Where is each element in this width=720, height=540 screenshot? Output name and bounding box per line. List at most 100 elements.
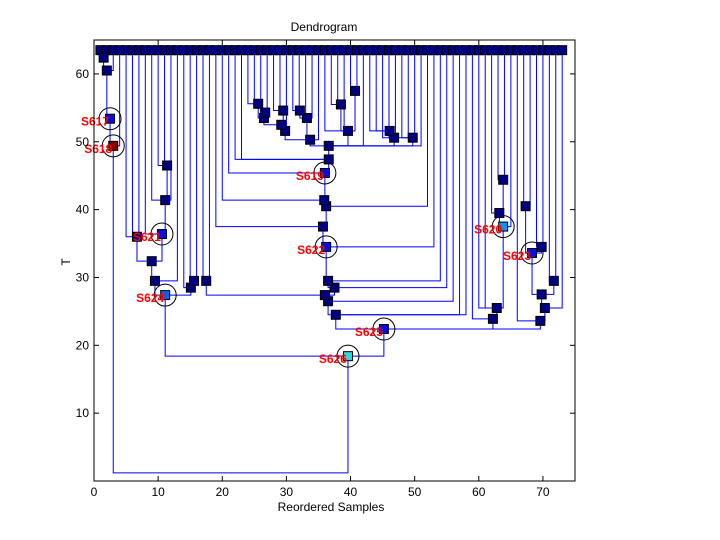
node-marker — [301, 113, 312, 124]
labeled-node-marker — [108, 140, 119, 151]
leaf-link — [144, 50, 162, 235]
node-marker — [350, 85, 361, 96]
node-highlight-circle — [153, 283, 177, 307]
leaf-link — [221, 50, 325, 201]
branch-link — [347, 329, 385, 357]
plot-axes-frame — [93, 39, 576, 482]
node-highlight-circle — [372, 317, 396, 341]
node-highlight-circle — [101, 134, 125, 158]
leaf-link — [523, 50, 526, 207]
labeled-node-marker — [321, 241, 332, 252]
x-axis-label: Reordered Samples — [278, 500, 385, 514]
node-label: S618 — [84, 142, 112, 156]
node-highlight-circle — [150, 222, 174, 246]
leaf-link — [131, 50, 137, 238]
leaf-link — [328, 50, 422, 147]
leaf-link — [247, 50, 259, 105]
node-label: S623 — [503, 249, 531, 263]
leaf-link — [503, 50, 505, 181]
branch-link — [328, 137, 414, 147]
leaf-link — [265, 50, 268, 114]
branch-link — [383, 318, 494, 330]
x-tick-label: 50 — [408, 485, 422, 499]
branch-link — [347, 90, 356, 132]
node-label: S626 — [319, 352, 347, 366]
leaf-link — [154, 50, 178, 282]
leaf-link — [544, 50, 563, 309]
leaf-link — [228, 50, 325, 174]
x-tick-label: 40 — [344, 485, 358, 499]
branch-link — [328, 137, 395, 147]
node-marker — [98, 52, 109, 63]
leaf-link — [497, 50, 504, 181]
leaf-link — [136, 50, 140, 238]
node-label: S625 — [355, 325, 383, 339]
node-marker — [539, 302, 550, 313]
node-label: S619 — [296, 169, 324, 183]
leaf-link — [215, 50, 323, 228]
leaf-link — [305, 50, 307, 119]
branch-link — [161, 200, 166, 235]
node-marker — [131, 231, 142, 242]
node-marker — [201, 275, 212, 286]
labeled-node-marker — [160, 290, 171, 301]
leaf-link — [241, 50, 329, 160]
labeled-node-marker — [527, 248, 538, 259]
branch-link — [228, 356, 349, 474]
node-marker — [189, 275, 200, 286]
labeled-node-marker — [342, 351, 353, 362]
node-marker — [491, 302, 502, 313]
leaf-link — [335, 50, 467, 316]
branch-link — [531, 253, 542, 295]
leaf-link — [279, 50, 284, 112]
leaf-link — [541, 50, 544, 248]
leaf-link — [273, 50, 284, 112]
x-tick-label: 10 — [151, 485, 165, 499]
leaf-link — [164, 50, 168, 167]
node-marker — [323, 154, 334, 165]
node-marker — [160, 195, 171, 206]
node-marker — [276, 119, 287, 130]
x-tick-label: 0 — [91, 485, 98, 499]
leaf-link — [285, 50, 287, 132]
node-marker — [520, 201, 531, 212]
leaf-link — [401, 50, 413, 139]
y-tick-label: 30 — [76, 270, 90, 284]
leaf-link — [324, 50, 348, 132]
x-tick-label: 70 — [536, 485, 550, 499]
y-tick-label: 10 — [76, 406, 90, 420]
dendrogram-links — [99, 50, 563, 474]
branch-link — [496, 226, 504, 309]
y-tick-label: 50 — [76, 135, 90, 149]
node-marker — [162, 160, 173, 171]
leaf-link — [343, 50, 348, 132]
branch-link — [205, 280, 325, 296]
leaf-link — [471, 50, 493, 320]
y-tick-label: 40 — [76, 203, 90, 217]
labeled-node-marker — [319, 167, 330, 178]
node-label: S617 — [81, 115, 109, 129]
node-label: S622 — [297, 243, 325, 257]
node-marker — [319, 195, 330, 206]
leaf-link — [516, 50, 541, 322]
leaf-link — [484, 50, 497, 309]
branch-link — [112, 145, 229, 474]
branch-link — [106, 70, 111, 120]
leaf-link — [165, 50, 172, 201]
node-marker — [407, 132, 418, 143]
leaf-link — [525, 50, 531, 207]
node-marker — [342, 125, 353, 136]
node-label: S624 — [136, 291, 164, 305]
node-marker — [335, 99, 346, 110]
node-marker — [536, 241, 547, 252]
node-label: S621 — [133, 230, 161, 244]
branch-link — [325, 246, 329, 282]
node-marker — [329, 282, 340, 293]
leaf-link — [157, 50, 168, 167]
leaf-link — [326, 50, 428, 207]
node-marker — [535, 315, 546, 326]
node-marker — [146, 256, 157, 267]
chart-title: Dendrogram — [291, 20, 358, 34]
leaf-link — [306, 50, 313, 119]
